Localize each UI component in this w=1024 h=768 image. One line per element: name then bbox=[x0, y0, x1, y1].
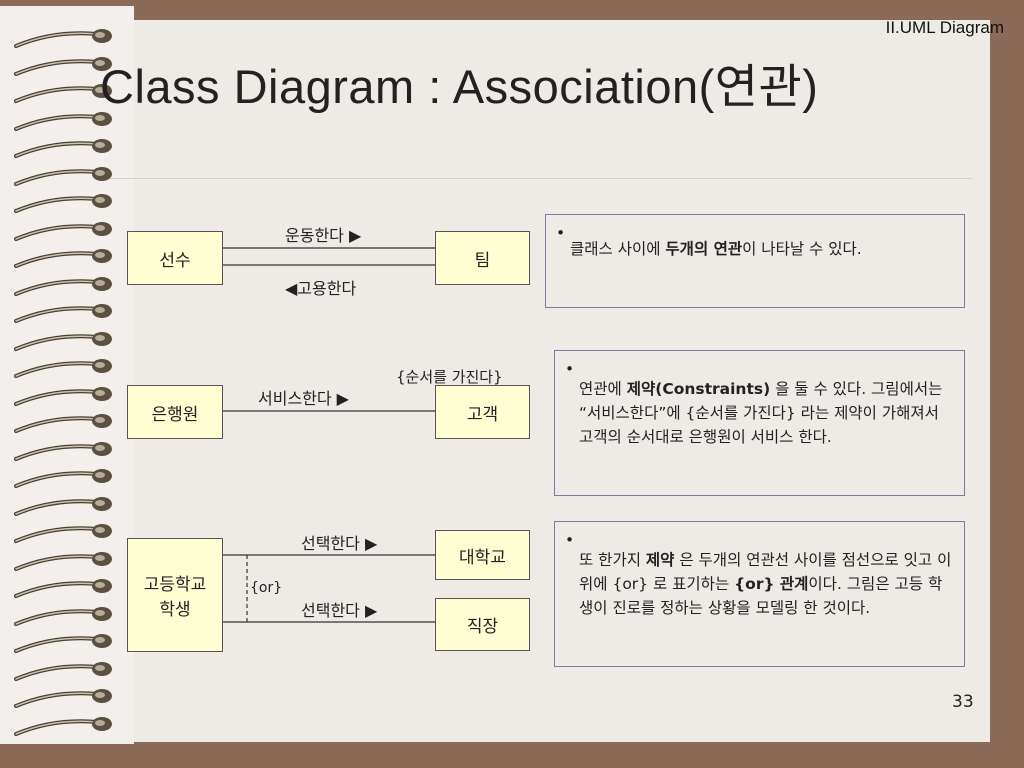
note2-suffix: 을 둘 수 있다. 그림에서는 “서비스한다”에 {순서를 가진다} 라는 제약… bbox=[579, 380, 943, 446]
spiral-ring-icon bbox=[14, 276, 112, 296]
spiral-ring-icon bbox=[14, 249, 112, 268]
class-name-line2: 학생 bbox=[159, 600, 191, 620]
class-name-line1: 고등학교 bbox=[143, 575, 207, 595]
note1-prefix: 클래스 사이에 bbox=[570, 240, 666, 258]
association-label-exercise: 운동한다 ▶ bbox=[285, 226, 362, 245]
note3-bold1: 제약 bbox=[645, 551, 675, 569]
note2-bold: 제약(Constraints) bbox=[626, 380, 771, 398]
spiral-ring-icon bbox=[14, 194, 112, 213]
note3-part4: 로 표기하는 bbox=[648, 575, 735, 593]
spiral-ring-icon bbox=[14, 634, 112, 653]
class-box-player: 선수 bbox=[127, 231, 223, 285]
class-box-team: 팀 bbox=[435, 231, 530, 285]
spiral-ring-icon bbox=[14, 29, 112, 48]
spiral-ring-icon bbox=[14, 84, 112, 103]
spiral-ring-icon bbox=[14, 386, 112, 406]
spiral-ring-icon bbox=[14, 221, 112, 241]
note3-part3: {or} bbox=[612, 575, 649, 593]
note3-part5: 이다. 그림은 고등 학생이 진로를 정하는 상황을 모델링 한 것이다. bbox=[579, 575, 943, 617]
class-box-highschool-student: 고등학교 학생 bbox=[127, 538, 223, 652]
spiral-ring-icon bbox=[14, 111, 112, 131]
note-box-2: • 연관에 제약(Constraints) 을 둘 수 있다. 그림에서는 “서… bbox=[554, 350, 965, 496]
bullet-icon: • bbox=[565, 531, 575, 549]
note3-part2: 은 두개의 연관선 사이를 점선으로 잇고 이 위에 bbox=[579, 551, 952, 593]
spiral-ring-icon bbox=[14, 56, 112, 76]
page-number: 33 bbox=[952, 692, 974, 712]
spiral-ring-icon bbox=[14, 524, 112, 543]
spiral-ring-icon bbox=[14, 166, 112, 186]
class-box-workplace: 직장 bbox=[435, 598, 530, 651]
association-label-choose-2: 선택한다 ▶ bbox=[301, 601, 378, 620]
note1-bold: 두개의 연관 bbox=[665, 240, 743, 258]
spiral-ring-icon bbox=[14, 139, 112, 158]
spiral-ring-icon bbox=[14, 579, 112, 598]
spiral-ring-icon bbox=[14, 414, 112, 433]
note1-suffix: 이 나타날 수 있다. bbox=[742, 240, 862, 258]
note3-part1: 또 한가지 bbox=[579, 551, 646, 569]
spiral-ring-icon bbox=[14, 661, 112, 681]
spiral-ring-icon bbox=[14, 359, 112, 378]
class-box-customer: 고객 bbox=[435, 385, 530, 439]
spiral-ring-icon bbox=[14, 606, 112, 626]
bullet-icon: • bbox=[565, 360, 575, 378]
slide-title: Class Diagram : Association(연관) bbox=[100, 60, 819, 113]
constraint-label: {순서를 가진다} bbox=[396, 368, 503, 386]
spiral-ring-icon bbox=[14, 331, 112, 351]
spiral-ring-icon bbox=[14, 304, 112, 323]
note-box-1: • 클래스 사이에 두개의 연관이 나타날 수 있다. bbox=[545, 214, 965, 308]
title-divider bbox=[110, 178, 972, 179]
class-box-university: 대학교 bbox=[435, 530, 530, 580]
association-label-choose-1: 선택한다 ▶ bbox=[301, 534, 378, 553]
spiral-ring-icon bbox=[14, 469, 112, 488]
slide-header: II.UML Diagram bbox=[885, 18, 1004, 37]
association-label-service: 서비스한다 ▶ bbox=[258, 389, 349, 408]
class-box-banker: 은행원 bbox=[127, 385, 223, 439]
spiral-ring-icon bbox=[14, 441, 112, 461]
spiral-ring-icon bbox=[14, 716, 112, 736]
spiral-ring-icon bbox=[14, 496, 112, 516]
association-label-employ: ◀고용한다 bbox=[285, 279, 357, 298]
spiral-ring-icon bbox=[14, 551, 112, 571]
or-constraint-label: {or} bbox=[250, 580, 283, 596]
note-box-3: • 또 한가지 제약 은 두개의 연관선 사이를 점선으로 잇고 이 위에 {o… bbox=[554, 521, 965, 667]
note2-prefix: 연관에 bbox=[579, 380, 627, 398]
note3-bold2: {or} 관계 bbox=[734, 575, 809, 593]
spiral-ring-icon bbox=[14, 689, 112, 708]
bullet-icon: • bbox=[556, 224, 566, 242]
